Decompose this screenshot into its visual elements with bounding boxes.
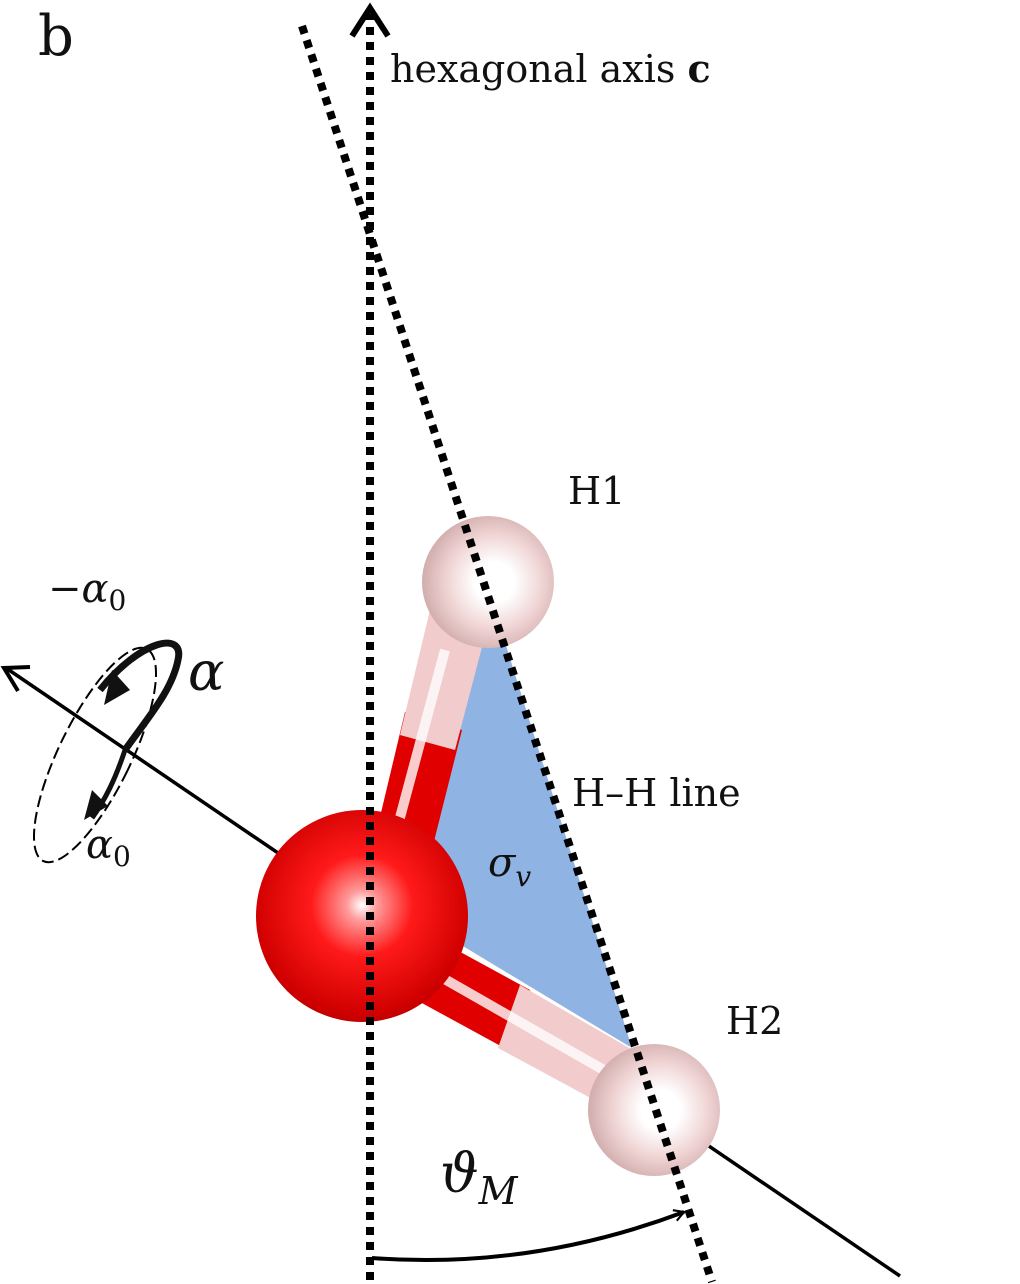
hydrogen-atom-h1 [422, 516, 554, 648]
minus-alpha0-label: −α0 [48, 566, 126, 617]
alpha-arrow-lower-head [84, 790, 108, 820]
sigma-v-label: σv [488, 840, 531, 893]
minus-alpha0-sub: 0 [109, 584, 127, 617]
hexagonal-axis-label: hexagonal axis c [390, 46, 711, 91]
hexagonal-axis-bold: c [687, 46, 710, 91]
panel-label: b [38, 4, 74, 69]
sigma-sub: v [515, 860, 531, 893]
alpha-label: α [188, 640, 224, 703]
sigma-v-plane [370, 588, 632, 1048]
h1-label: H1 [568, 469, 625, 513]
theta-m-label: ϑM [440, 1142, 519, 1213]
alpha-rotation-ellipse [32, 646, 158, 864]
oxygen-atom [256, 810, 468, 1022]
hexagonal-axis-text: hexagonal axis [390, 47, 687, 91]
minus-alpha0-base: −α [48, 566, 109, 612]
sigma-base: σ [488, 840, 517, 886]
h2-label: H2 [726, 999, 783, 1043]
hydrogen-atom-h2 [588, 1044, 720, 1176]
theta-m-arc [371, 1209, 686, 1263]
alpha0-sub: 0 [113, 840, 131, 873]
alpha-arrow-upper-head [104, 670, 130, 705]
hexagonal-axis-arrowhead [349, 2, 391, 38]
theta-sub: M [478, 1169, 519, 1213]
rotation-axis-arrowhead [0, 665, 31, 693]
hh-line-label: H–H line [572, 771, 741, 815]
theta-base: ϑ [440, 1142, 479, 1205]
alpha-arrow-upper [97, 639, 183, 753]
hh-line [298, 24, 716, 1284]
alpha0-base: α [86, 822, 113, 868]
alpha0-label: α0 [86, 822, 131, 873]
